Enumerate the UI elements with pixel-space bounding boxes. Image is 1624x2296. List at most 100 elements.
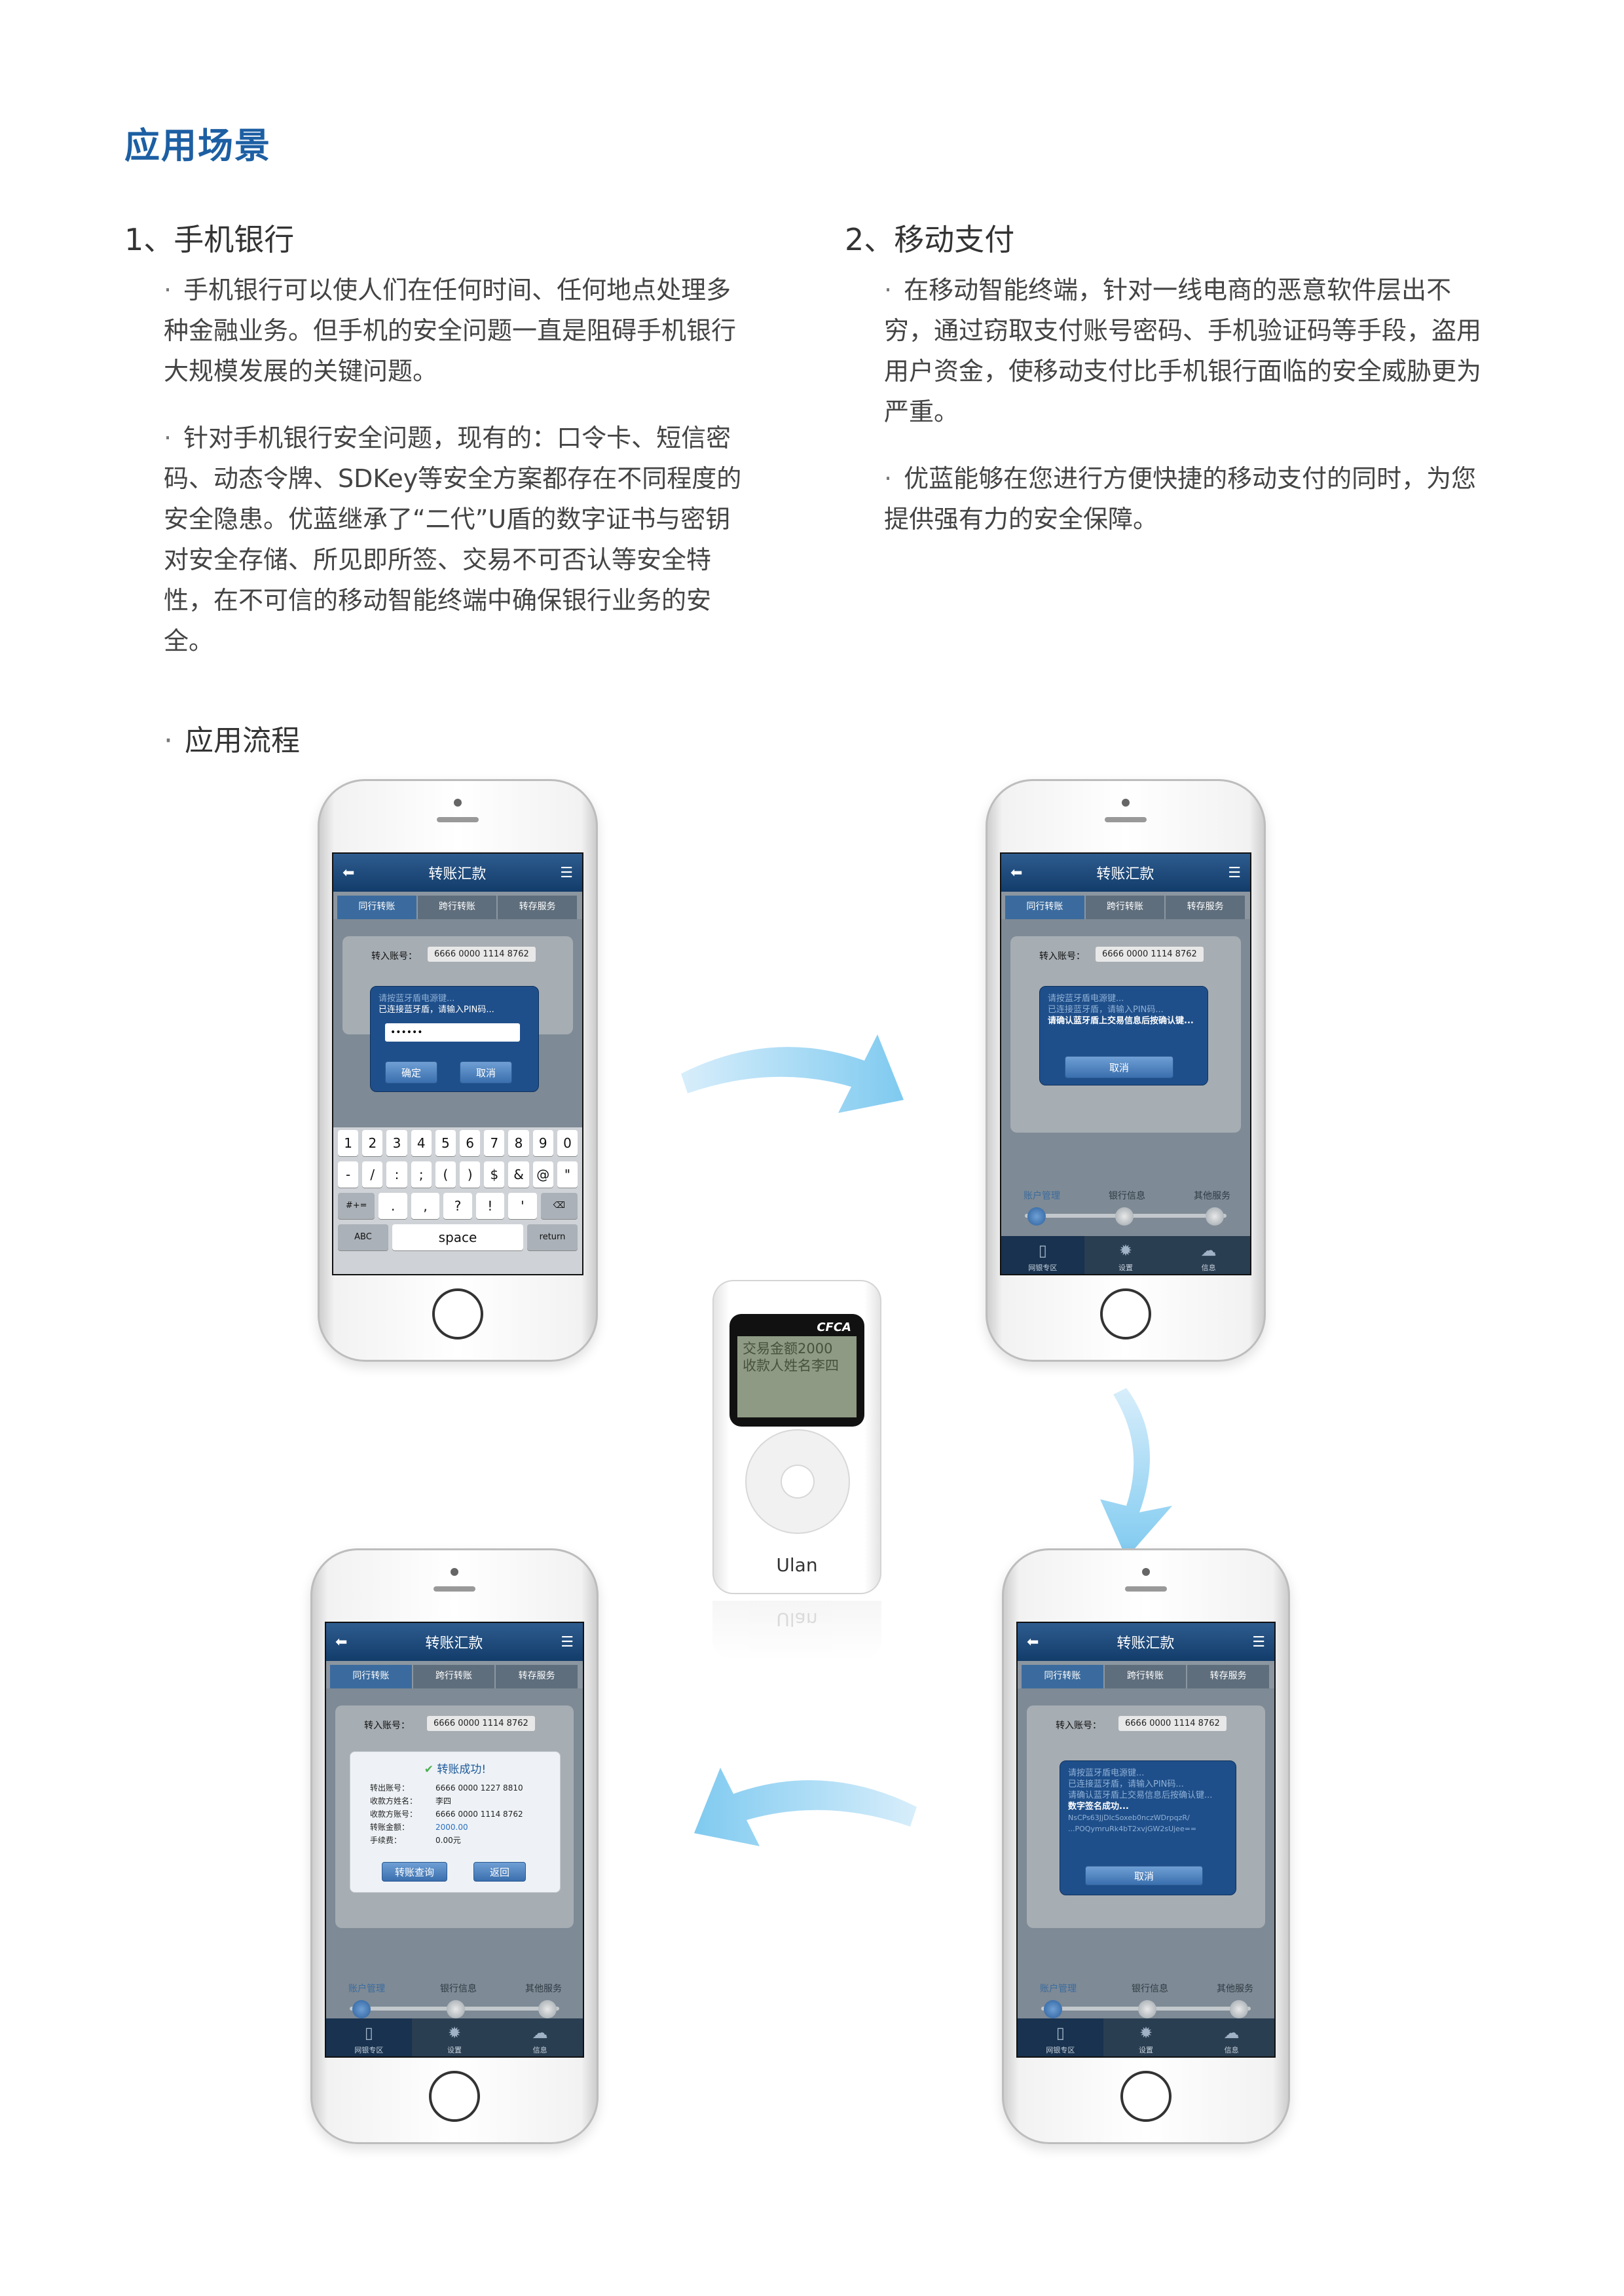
slider-knob[interactable]	[538, 2000, 557, 2018]
menu-icon[interactable]: ☰	[1252, 1633, 1265, 1650]
account-value[interactable]: 6666 0000 1114 8762	[427, 1716, 535, 1731]
bottom-tab-settings[interactable]: ✹设置	[1139, 2024, 1153, 2054]
keyboard-key[interactable]: ,	[411, 1193, 440, 1219]
device-reflection: Ulan	[712, 1601, 881, 1660]
tab-cross-bank[interactable]: 跨行转账	[413, 1665, 495, 1688]
slider-knob[interactable]	[1115, 1207, 1134, 1226]
keyboard-key[interactable]: ?	[443, 1193, 472, 1219]
pin-input[interactable]: ••••••	[385, 1023, 520, 1042]
slider-knob[interactable]	[352, 2000, 371, 2018]
keyboard-key[interactable]: !	[475, 1193, 505, 1219]
keyboard-key[interactable]: 8	[508, 1130, 529, 1156]
keyboard-key[interactable]: &	[508, 1161, 529, 1188]
back-icon[interactable]: ⬅	[1010, 864, 1023, 881]
account-value[interactable]: 6666 0000 1114 8762	[1096, 947, 1204, 962]
tab-deposit[interactable]: 转存服务	[1166, 896, 1246, 919]
home-button[interactable]	[1120, 2071, 1172, 2122]
direction-pad[interactable]	[747, 1430, 849, 1533]
account-value[interactable]: 6666 0000 1114 8762	[428, 947, 536, 962]
tab-same-bank[interactable]: 同行转账	[337, 896, 416, 919]
bottom-tab-settings[interactable]: ✹设置	[447, 2024, 462, 2054]
keyboard-key[interactable]: 7	[484, 1130, 505, 1156]
dialog-line: 数字签名成功...	[1068, 1802, 1129, 1812]
dialog-line: NsCPs63JjDlcSoxeb0nczWDrpqzR/	[1068, 1813, 1190, 1822]
dialog-line: 请按蓝牙盾电源键...	[1068, 1768, 1145, 1778]
keyboard-key[interactable]: 2	[362, 1130, 383, 1156]
slider-knob[interactable]	[447, 2000, 465, 2018]
slider-label: 其他服务	[1217, 1984, 1253, 1994]
slider-knob[interactable]	[1044, 2000, 1062, 2018]
tab-cross-bank[interactable]: 跨行转账	[1104, 1665, 1187, 1688]
keyboard-key[interactable]: (	[435, 1161, 456, 1188]
slider-knob[interactable]	[1230, 2000, 1248, 2018]
gear-icon: ✹	[447, 2024, 462, 2042]
keyboard-key[interactable]: 6	[460, 1130, 481, 1156]
keyboard-key[interactable]: ABC	[338, 1224, 388, 1250]
tab-same-bank[interactable]: 同行转账	[330, 1665, 412, 1688]
cancel-button[interactable]: 取消	[460, 1061, 512, 1084]
slider-knob[interactable]	[1206, 1207, 1224, 1226]
keyboard-key[interactable]: :	[386, 1161, 407, 1188]
keyboard-key[interactable]: "	[557, 1161, 578, 1188]
tab-deposit[interactable]: 转存服务	[496, 1665, 578, 1688]
keyboard-key[interactable]: 4	[411, 1130, 432, 1156]
menu-icon[interactable]: ☰	[561, 1633, 574, 1650]
ok-center-button[interactable]	[782, 1466, 813, 1497]
menu-icon[interactable]: ☰	[1228, 864, 1241, 881]
slider-knob[interactable]	[1138, 2000, 1156, 2018]
account-value[interactable]: 6666 0000 1114 8762	[1118, 1716, 1227, 1731]
keyboard-key[interactable]: ⌫	[540, 1193, 578, 1219]
keyboard-key[interactable]: -	[338, 1161, 359, 1188]
keyboard-key[interactable]: 3	[386, 1130, 407, 1156]
bottom-tab-settings[interactable]: ✹设置	[1118, 1241, 1133, 1272]
bottom-tab-info[interactable]: ☁信息	[1223, 2024, 1240, 2054]
section1-p1-text: 手机银行可以使人们在任何时间、任何地点处理多种金融业务。但手机的安全问题一直是阻…	[164, 276, 737, 386]
home-button[interactable]	[429, 2071, 480, 2122]
home-button[interactable]	[432, 1288, 483, 1339]
keyboard-key[interactable]: )	[460, 1161, 481, 1188]
device-lcd: CFCA 交易金额2000 收款人姓名李四	[729, 1314, 864, 1427]
tab-same-bank[interactable]: 同行转账	[1005, 896, 1084, 919]
ok-button[interactable]: 确定	[385, 1061, 437, 1084]
keyboard-key[interactable]: 9	[532, 1130, 553, 1156]
tab-cross-bank[interactable]: 跨行转账	[417, 896, 497, 919]
slider-knob[interactable]	[1027, 1207, 1046, 1226]
tab-cross-bank[interactable]: 跨行转账	[1085, 896, 1165, 919]
keyboard-key[interactable]: 5	[435, 1130, 456, 1156]
back-icon[interactable]: ⬅	[1027, 1633, 1039, 1650]
bottom-tab-ebank[interactable]: ▯网银专区	[326, 2018, 412, 2056]
query-button[interactable]: 转账查询	[382, 1862, 447, 1882]
cancel-button[interactable]: 取消	[1065, 1056, 1173, 1078]
bottom-tab-info[interactable]: ☁信息	[1200, 1241, 1217, 1272]
home-button[interactable]	[1100, 1288, 1151, 1339]
nav-title: 转账汇款	[1096, 866, 1154, 883]
keyboard-key[interactable]: return	[527, 1224, 578, 1250]
keyboard-key[interactable]: #+=	[338, 1193, 375, 1219]
tab-deposit[interactable]: 转存服务	[498, 896, 578, 919]
cancel-button[interactable]: 取消	[1085, 1866, 1203, 1886]
return-button[interactable]: 返回	[473, 1862, 526, 1882]
keyboard-key[interactable]: $	[484, 1161, 505, 1188]
bottom-tab-ebank[interactable]: ▯网银专区	[1001, 1236, 1084, 1274]
phone-screen: ⬅转账汇款☰ 同行转账跨行转账转存服务 转入账号： 6666 0000 1114…	[1016, 1622, 1276, 2058]
keyboard-key[interactable]: '	[508, 1193, 537, 1219]
keyboard-key[interactable]: @	[532, 1161, 553, 1188]
keyboard-key[interactable]: /	[362, 1161, 383, 1188]
bottom-tab-ebank[interactable]: ▯网银专区	[1018, 2018, 1103, 2056]
back-icon[interactable]: ⬅	[335, 1633, 348, 1650]
bottom-tab-info[interactable]: ☁信息	[532, 2024, 548, 2054]
confirm-dialog: 请按蓝牙盾电源键... 已连接蓝牙盾，请输入PIN码... 请确认蓝牙盾上交易信…	[1039, 986, 1208, 1085]
keyboard-key[interactable]: 0	[557, 1130, 578, 1156]
keyboard-key[interactable]: .	[378, 1193, 407, 1219]
keyboard-key[interactable]: space	[392, 1224, 524, 1250]
keyboard-key[interactable]: 1	[338, 1130, 359, 1156]
gear-icon: ✹	[1139, 2024, 1153, 2042]
tab-deposit[interactable]: 转存服务	[1187, 1665, 1270, 1688]
menu-icon[interactable]: ☰	[560, 864, 573, 881]
tab-same-bank[interactable]: 同行转账	[1022, 1665, 1103, 1688]
keyboard-row: #+=.,?!'⌫	[336, 1193, 580, 1219]
keyboard-key[interactable]: ;	[411, 1161, 432, 1188]
detail-row: 转出账号：6666 0000 1227 8810	[370, 1781, 560, 1795]
back-icon[interactable]: ⬅	[342, 864, 355, 881]
